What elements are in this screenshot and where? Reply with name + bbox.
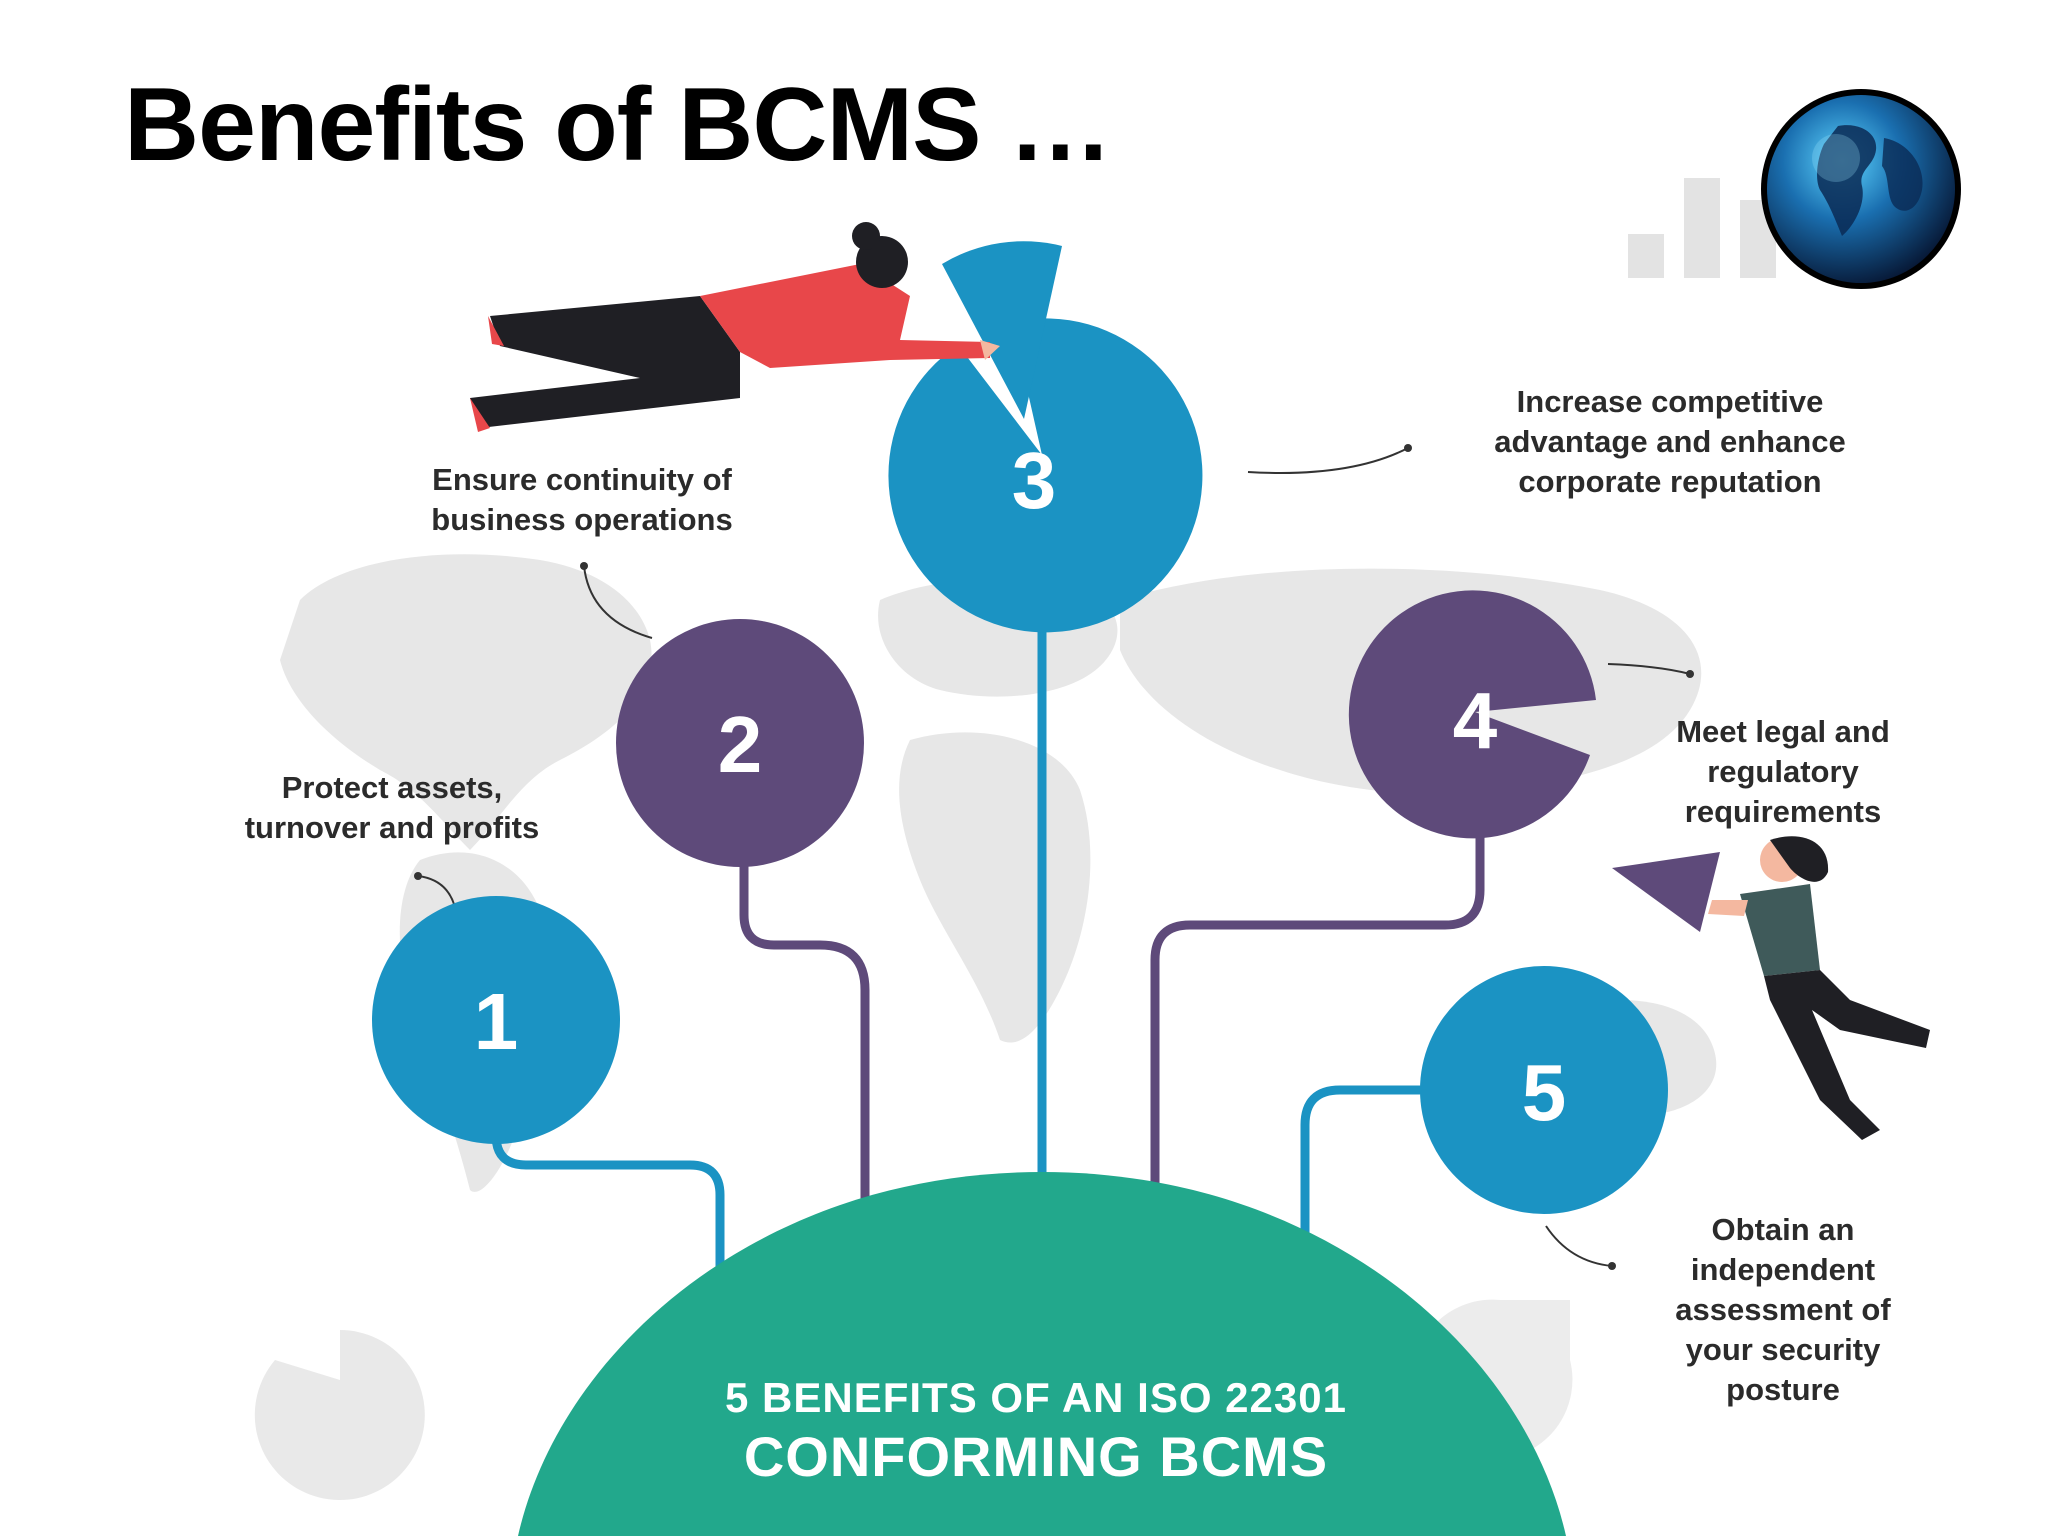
slide-title: Benefits of BCMS … (124, 67, 1112, 183)
benefit-text-3: Increase competitive advantage and enhan… (1494, 384, 1846, 499)
pointer-2 (583, 565, 653, 639)
benefit-text-1: Protect assets, turnover and profits (244, 770, 540, 845)
banner-dome (518, 1172, 1566, 1536)
woman-illustration (1612, 836, 1930, 1140)
connector-5 (1300, 1085, 1425, 1245)
benefit-circle-2: 2 (616, 619, 864, 867)
benefit-number-4: 4 (1453, 676, 1498, 765)
connector-1 (491, 1100, 725, 1275)
benefit-circle-3: 3 (888, 241, 1203, 633)
connector-4 (1150, 815, 1485, 1190)
globe-icon (1761, 89, 1961, 289)
floating-person-illustration (470, 222, 1000, 432)
connector-2 (739, 840, 870, 1205)
benefit-circle-4: 4 (1348, 590, 1596, 839)
benefit-number-1: 1 (474, 977, 519, 1066)
benefit-text-4: Meet legal and regulatory requirements (1676, 714, 1890, 829)
benefit-circle-5: 5 (1420, 966, 1668, 1214)
decorative-pie-left (254, 1330, 425, 1500)
pointer-4 (1607, 663, 1691, 675)
benefit-number-3: 3 (1012, 436, 1057, 525)
decorative-bar-chart (1628, 178, 1776, 278)
benefit-text-5: Obtain an independent assessment of your… (1675, 1212, 1891, 1407)
benefit-number-2: 2 (718, 700, 763, 789)
benefit-circle-1: 1 (372, 896, 620, 1144)
benefit-number-5: 5 (1522, 1048, 1567, 1137)
pointer-5 (1545, 1225, 1613, 1267)
benefit-text-2: Ensure continuity of business operations (431, 462, 733, 537)
banner-line1: 5 BENEFITS OF AN ISO 22301 (725, 1374, 1347, 1421)
pointer-3 (1247, 447, 1409, 474)
banner-line2: CONFORMING BCMS (744, 1425, 1328, 1488)
